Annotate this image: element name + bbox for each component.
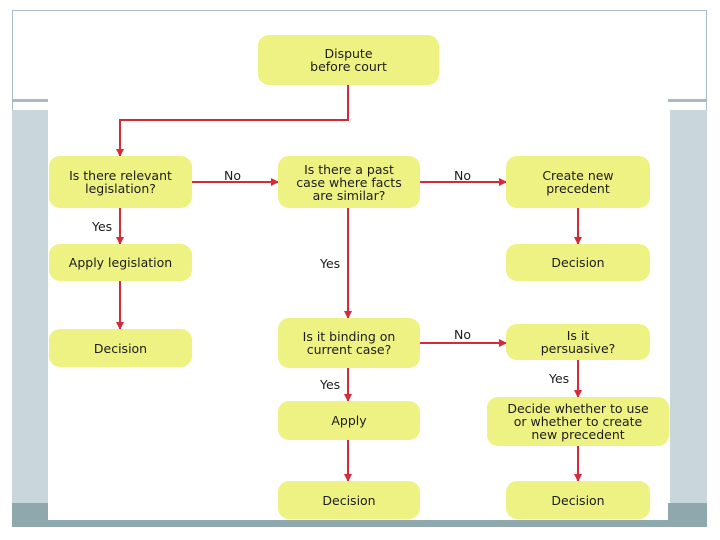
edge-label-binding-yes: Yes	[320, 377, 341, 392]
node-decision-apply: Decision	[278, 481, 420, 519]
node-persuasive: Is it persuasive?	[506, 324, 650, 360]
node-dispute: Dispute before court	[258, 35, 439, 85]
node-decide-whether: Decide whether to use or whether to crea…	[487, 397, 669, 446]
edge-label-persuasive-yes: Yes	[549, 371, 570, 386]
node-decision-decide: Decision	[506, 481, 650, 519]
left-band	[12, 110, 48, 503]
node-relevant-legislation: Is there relevant legislation?	[49, 156, 192, 208]
node-apply: Apply	[278, 401, 420, 440]
node-apply-legislation: Apply legislation	[49, 244, 192, 281]
edge-label-legislation-no: No	[224, 168, 241, 183]
edge-label-pastcase-no: No	[454, 168, 471, 183]
edge-label-pastcase-yes: Yes	[320, 256, 341, 271]
arrow-dispute-to-legislation	[116, 85, 349, 157]
right-band	[670, 110, 707, 503]
node-create-new-precedent: Create new precedent	[506, 156, 650, 208]
node-decision-legislation: Decision	[49, 329, 192, 367]
node-past-case: Is there a past case where facts are sim…	[278, 156, 420, 208]
node-decision-precedent: Decision	[506, 244, 650, 281]
node-binding: Is it binding on current case?	[278, 318, 420, 368]
edge-label-binding-no: No	[454, 327, 471, 342]
edge-label-legislation-yes: Yes	[92, 219, 113, 234]
